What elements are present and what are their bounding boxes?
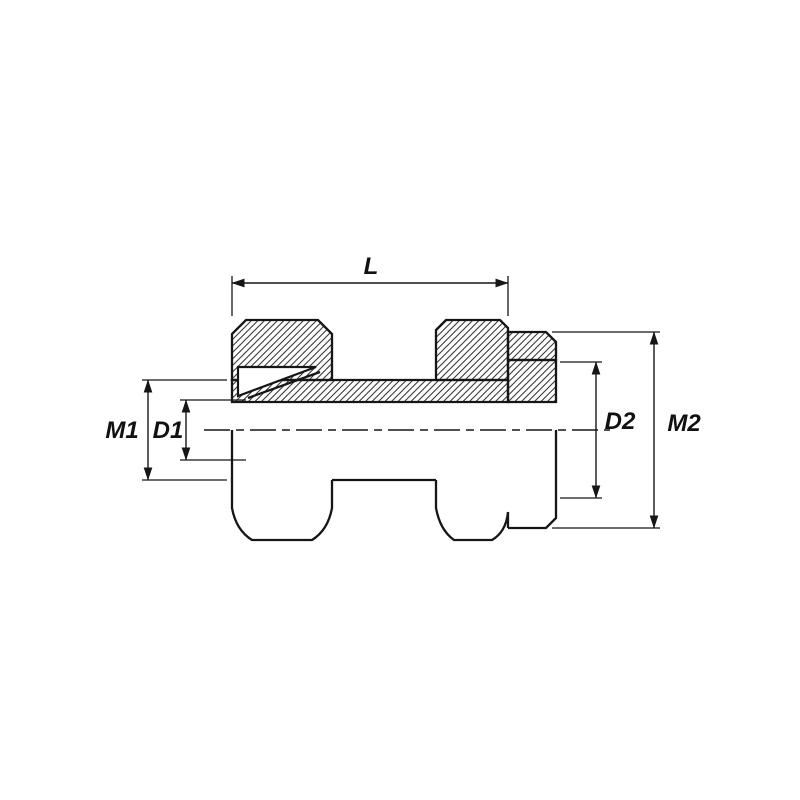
collar-section bbox=[506, 330, 558, 362]
dimension-D2: D2 bbox=[560, 361, 636, 499]
cone-seat-edge bbox=[247, 370, 321, 400]
part-exterior-lower bbox=[230, 430, 558, 542]
dimension-L: L bbox=[231, 253, 509, 316]
dim-label-d1: D1 bbox=[153, 417, 184, 444]
dimension-D1: D1 bbox=[153, 399, 246, 461]
dimension-M1: M1 bbox=[105, 379, 227, 481]
cone-seat bbox=[236, 365, 317, 398]
dim-label-d2: D2 bbox=[605, 408, 636, 435]
stud-outline bbox=[508, 430, 558, 530]
left-nut-outline bbox=[230, 430, 334, 542]
dimension-M2: M2 bbox=[552, 331, 701, 529]
dim-label-l: L bbox=[364, 253, 379, 280]
right-hex-outline bbox=[434, 480, 510, 542]
part-section-upper bbox=[230, 318, 558, 404]
right-hex-section bbox=[434, 318, 510, 382]
dim-label-m1: M1 bbox=[105, 417, 138, 444]
stud-section bbox=[506, 358, 558, 404]
dim-label-m2: M2 bbox=[667, 410, 701, 437]
left-nut-section bbox=[230, 318, 334, 382]
